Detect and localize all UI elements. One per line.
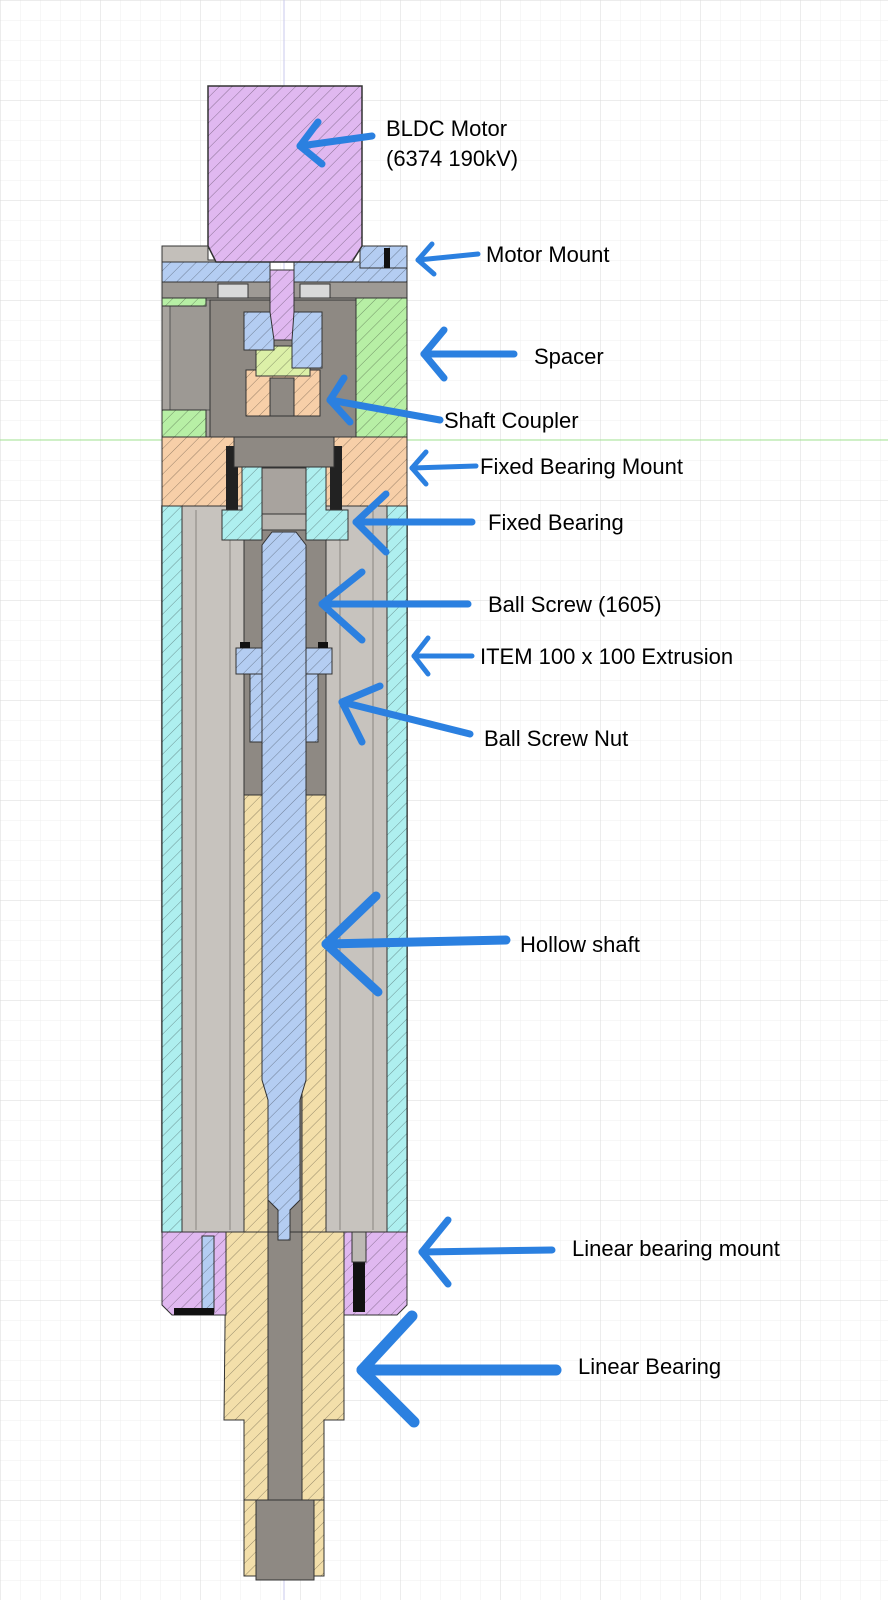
arrow-fixed-bearing-mount — [409, 449, 479, 487]
label-spacer: Spacer — [534, 344, 604, 369]
arrow-linear-bearing — [356, 1310, 562, 1428]
label-extrusion: ITEM 100 x 100 Extrusion — [480, 644, 733, 669]
label-fixed-bearing-mount: Fixed Bearing Mount — [480, 454, 683, 479]
label-fixed-bearing: Fixed Bearing — [488, 510, 624, 535]
label-motor-mount: Motor Mount — [486, 242, 610, 267]
arrow-bldc-motor — [296, 118, 376, 168]
arrow-fixed-bearing — [352, 490, 476, 556]
arrow-shaft-coupler — [326, 374, 444, 426]
linear-bearing-mount — [161, 1231, 408, 1316]
arrow-ball-screw — [318, 568, 472, 644]
spacer — [161, 289, 408, 438]
label-hollow-shaft: Hollow shaft — [520, 932, 640, 957]
annotation-arrows — [296, 118, 562, 1428]
hollow-shaft-tip — [255, 1499, 315, 1581]
arrow-ball-screw-nut — [338, 682, 474, 746]
bldc-motor — [207, 85, 363, 263]
arrow-spacer — [420, 326, 518, 382]
arrow-extrusion — [411, 635, 475, 677]
label-ball-screw-nut: Ball Screw Nut — [484, 726, 628, 751]
ball-screw — [261, 531, 307, 1241]
arrow-linear-bearing-mount — [418, 1216, 556, 1288]
arrow-hollow-shaft — [321, 891, 511, 997]
arrow-motor-mount — [415, 241, 481, 277]
label-linear-bearing-mount: Linear bearing mount — [572, 1236, 780, 1261]
fixed-bearing — [221, 465, 349, 541]
label-ball-screw: Ball Screw (1605) — [488, 592, 662, 617]
label-linear-bearing: Linear Bearing — [578, 1354, 721, 1379]
label-bldc-motor-line2: (6374 190kV) — [386, 146, 518, 171]
shaft-coupler — [233, 311, 335, 468]
label-bldc-motor-line1: BLDC Motor — [386, 116, 507, 141]
ball-screw-nut — [235, 642, 333, 743]
label-shaft-coupler: Shaft Coupler — [444, 408, 579, 433]
